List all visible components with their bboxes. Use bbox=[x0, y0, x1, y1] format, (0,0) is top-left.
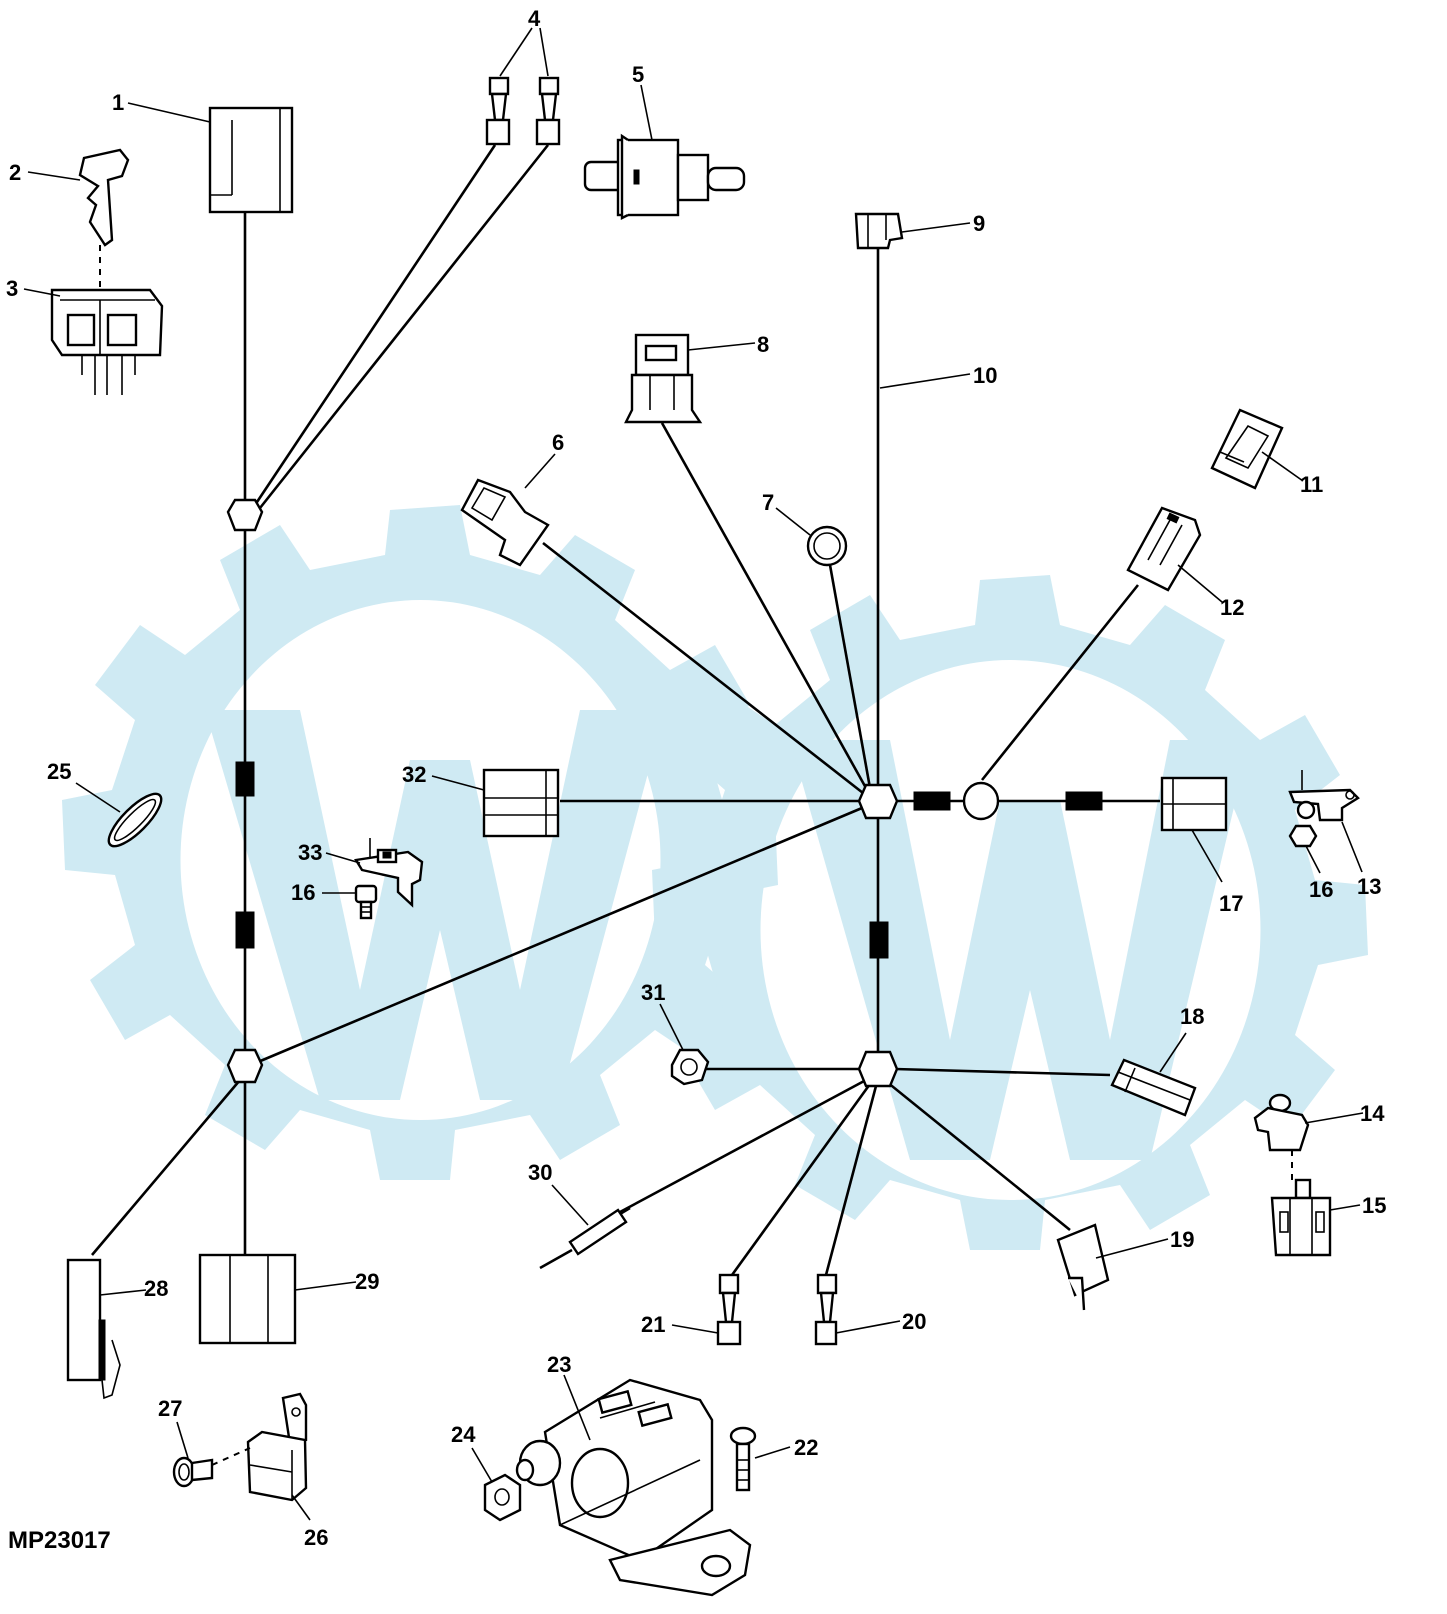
callout-33: 33 bbox=[298, 840, 322, 865]
component-33-bracket bbox=[354, 838, 424, 908]
callout-32: 32 bbox=[402, 762, 426, 787]
callout-labels: 1 2 3 4 5 6 7 8 9 10 11 12 13 14 15 16 1… bbox=[6, 6, 1386, 1554]
callout-16-left: 16 bbox=[291, 880, 315, 905]
component-31-ring-terminal bbox=[670, 1048, 710, 1086]
callout-20: 20 bbox=[902, 1309, 926, 1334]
callout-16-right: 16 bbox=[1309, 877, 1333, 902]
callout-17: 17 bbox=[1219, 891, 1243, 916]
component-3-key-switch bbox=[50, 288, 164, 395]
callout-27: 27 bbox=[158, 1396, 182, 1421]
callout-21: 21 bbox=[641, 1312, 665, 1337]
component-2-key bbox=[78, 148, 130, 290]
component-30-diode bbox=[539, 1206, 631, 1270]
component-1-connector bbox=[208, 106, 294, 214]
callout-4: 4 bbox=[528, 6, 541, 31]
watermark-gear-left bbox=[62, 505, 778, 1180]
callout-12: 12 bbox=[1220, 595, 1244, 620]
component-15-switch-body bbox=[1270, 1178, 1332, 1257]
component-11-connector bbox=[1210, 408, 1284, 490]
watermark bbox=[62, 505, 1368, 1250]
component-6-connector bbox=[460, 478, 550, 567]
component-12-connector bbox=[1126, 506, 1202, 592]
callout-5: 5 bbox=[632, 62, 644, 87]
callout-14: 14 bbox=[1360, 1101, 1385, 1126]
figure-code: MP23017 bbox=[8, 1527, 111, 1554]
callout-18: 18 bbox=[1180, 1004, 1204, 1029]
component-32-connector bbox=[482, 768, 560, 838]
component-4-terminals bbox=[485, 76, 561, 146]
watermark-w-right bbox=[790, 740, 1250, 1160]
callout-7: 7 bbox=[762, 490, 774, 515]
component-21-terminal bbox=[716, 1273, 742, 1346]
callout-3: 3 bbox=[6, 276, 18, 301]
component-8-connector bbox=[624, 333, 703, 424]
component-23-solenoid bbox=[515, 1378, 752, 1597]
component-24-nut bbox=[483, 1473, 522, 1522]
components bbox=[50, 76, 1360, 1597]
leader-lines bbox=[23, 27, 1364, 1521]
component-27-screw bbox=[172, 1447, 251, 1488]
callout-25: 25 bbox=[47, 759, 71, 784]
watermark-w-left bbox=[205, 710, 665, 1100]
component-25-clip bbox=[107, 792, 163, 848]
callout-23: 23 bbox=[547, 1352, 571, 1377]
callout-11: 11 bbox=[1300, 472, 1323, 497]
callout-31: 31 bbox=[641, 980, 665, 1005]
component-29-connector bbox=[198, 1253, 297, 1345]
callout-13: 13 bbox=[1357, 874, 1381, 899]
component-5-plunger-switch bbox=[583, 133, 746, 220]
callout-29: 29 bbox=[355, 1269, 379, 1294]
component-16-screw bbox=[354, 884, 378, 920]
callout-1: 1 bbox=[112, 90, 124, 115]
callout-24: 24 bbox=[451, 1422, 476, 1447]
callout-2: 2 bbox=[9, 160, 21, 185]
callout-9: 9 bbox=[973, 211, 985, 236]
callout-8: 8 bbox=[757, 332, 769, 357]
component-19-connector bbox=[1056, 1223, 1110, 1311]
callout-15: 15 bbox=[1362, 1193, 1386, 1218]
component-9-connector bbox=[854, 212, 904, 250]
callout-26: 26 bbox=[304, 1525, 328, 1550]
component-14-switch bbox=[1253, 1093, 1310, 1180]
callout-22: 22 bbox=[794, 1435, 818, 1460]
callout-19: 19 bbox=[1170, 1227, 1194, 1252]
component-13-bracket bbox=[1288, 770, 1360, 848]
junctions bbox=[226, 498, 1103, 1088]
callout-10: 10 bbox=[973, 363, 997, 388]
component-20-terminal bbox=[814, 1273, 838, 1346]
component-28-connector bbox=[66, 1258, 121, 1400]
component-7-ring-terminal bbox=[806, 525, 848, 567]
component-22-bolt bbox=[729, 1426, 757, 1492]
callout-30: 30 bbox=[528, 1160, 552, 1185]
wires bbox=[91, 144, 1160, 1276]
component-17-connector bbox=[1160, 776, 1228, 832]
callout-28: 28 bbox=[144, 1276, 168, 1301]
component-26-relay bbox=[246, 1392, 308, 1502]
component-18-connector bbox=[1110, 1058, 1197, 1117]
callout-6: 6 bbox=[552, 430, 564, 455]
